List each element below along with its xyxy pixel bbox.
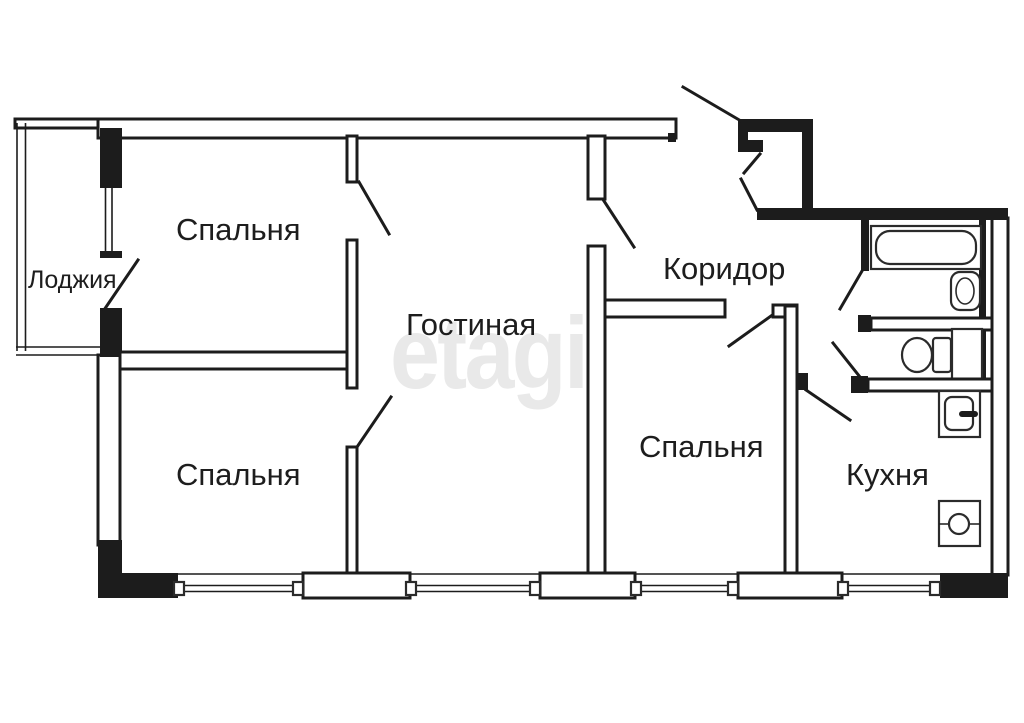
wall-living-corridor: [586, 134, 607, 201]
window-living-room: [404, 573, 542, 597]
window-cap: [629, 580, 643, 597]
wc-divider-stub: [858, 315, 871, 332]
entrance-door-swing: [680, 84, 744, 124]
wall-corridor-bedroomright: [603, 298, 727, 319]
washbasin-bowl: [955, 277, 975, 305]
window-cap: [291, 580, 305, 597]
kitchen-sink: [937, 389, 982, 439]
wall-top-main: [96, 117, 678, 140]
entrance-vestibule: [680, 84, 813, 218]
window-cap: [928, 580, 942, 597]
bottom-wall: [98, 571, 1008, 600]
loggia-pier-top: [100, 128, 122, 182]
bottom-wall-left-solid: [98, 573, 178, 598]
room-label-loggia: Лоджия: [28, 266, 117, 294]
loggia-window-cap-top: [100, 181, 122, 188]
wall-bedrooms-divider: [118, 350, 349, 371]
bottom-pier-3: [736, 571, 844, 600]
bathroom-door-swing: [837, 268, 865, 312]
window-cap: [404, 580, 418, 597]
wall-bathroom-top: [757, 208, 1008, 220]
kitchen-door-stub: [797, 373, 808, 390]
wall-bedroomright-kitchen: [783, 304, 799, 578]
stove-burner: [947, 512, 971, 536]
bathtub: [869, 224, 983, 271]
vestibule-door-swing-upper: [741, 151, 763, 176]
kitchen-door-swing: [803, 387, 853, 423]
vestibule-left-stub: [738, 132, 748, 152]
toilet-tank: [931, 336, 953, 374]
toilet-bowl: [900, 336, 934, 374]
vestibule-top-wall: [738, 119, 813, 132]
living-room-door-swing: [601, 198, 637, 250]
wall-bedroombottom-living: [345, 445, 359, 577]
wall-top-loggia: [13, 117, 100, 130]
loggia-outline: [16, 123, 141, 357]
bathtub-inner: [874, 229, 978, 266]
balcony-door-swing: [101, 257, 141, 313]
bottom-wall-right-corner: [940, 573, 1008, 598]
wall-wc-bottom: [866, 377, 994, 393]
vestibule-notch: [748, 140, 763, 152]
kitchen-fixtures: [937, 389, 982, 548]
wall-bath-wc-divider: [869, 316, 994, 332]
wc-bottom-stub: [851, 376, 868, 393]
toilet: [900, 336, 953, 374]
loggia-pier-bottom: [100, 308, 122, 357]
room-label-bedroom-top: Спальня: [176, 212, 301, 247]
window-cap: [528, 580, 542, 597]
window-cap: [836, 580, 850, 597]
room-label-living-room: Гостиная: [406, 307, 537, 342]
wall-bedroomtop-living-1: [345, 134, 359, 184]
room-label-corridor: Коридор: [663, 251, 786, 286]
window-cap: [726, 580, 740, 597]
room-label-bedroom-right: Спальня: [639, 429, 764, 464]
room-label-kitchen: Кухня: [846, 457, 929, 492]
kitchen-faucet: [959, 411, 978, 417]
vent-shaft: [950, 327, 984, 382]
bottom-pier-1: [301, 571, 412, 600]
bathroom-wc: [830, 220, 994, 393]
wall-living-bedroomright: [586, 244, 607, 578]
bathroom-right-wall: [979, 220, 986, 392]
wall-bedroomtop-living-2: [345, 238, 359, 390]
bedroom-top-door-swing: [356, 179, 392, 237]
wall-right: [990, 216, 1010, 577]
stove: [937, 499, 982, 548]
loggia-window-cap-bottom: [100, 251, 122, 258]
window-kitchen: [836, 573, 942, 597]
vestibule-door-swing-lower: [738, 176, 760, 213]
wc-door-swing: [830, 340, 863, 380]
room-label-bedroom-bottom: Спальня: [176, 457, 301, 492]
bedroom-bottom-door-swing: [354, 394, 394, 450]
washbasin: [949, 270, 982, 312]
wall-left: [96, 353, 122, 547]
window-bedroom-bottom: [172, 573, 305, 597]
bottom-pier-2: [538, 571, 637, 600]
watermark: etagi: [390, 296, 589, 410]
interior-walls: [118, 134, 853, 578]
vestibule-right-wall: [802, 130, 813, 218]
bathroom-left-wall: [861, 220, 869, 271]
bedroom-right-door-swing: [726, 308, 781, 349]
wall-top-end-cap: [668, 133, 676, 142]
window-bedroom-right: [629, 573, 740, 597]
window-cap: [172, 580, 186, 597]
